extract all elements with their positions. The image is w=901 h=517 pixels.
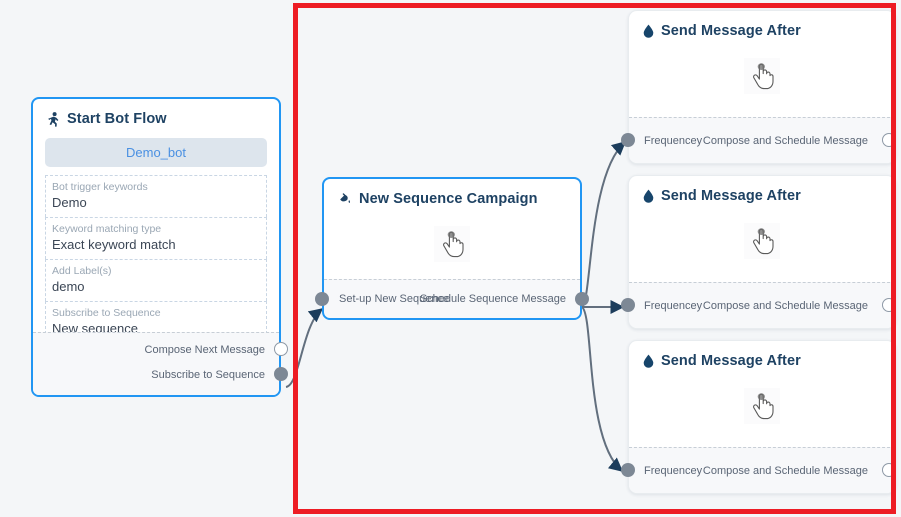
node-title-new-sequence-campaign: New Sequence Campaign (324, 179, 580, 207)
port-strip-start-bot-flow: Compose Next Message Subscribe to Sequen… (33, 332, 288, 395)
node-body-send-message-after-1 (629, 39, 895, 112)
port-dot-compose-next-message[interactable] (274, 342, 288, 356)
node-new-sequence-campaign[interactable]: New Sequence Campaign Set-up New Sequenc… (315, 177, 589, 320)
node-body-send-message-after-2 (629, 204, 895, 277)
node-title-text: New Sequence Campaign (359, 191, 538, 207)
port-compose-next-message[interactable]: Compose Next Message (145, 344, 265, 356)
field-list: Bot trigger keywords Demo Keyword matchi… (45, 175, 267, 344)
running-person-icon (47, 111, 60, 127)
node-start-bot-flow[interactable]: Start Bot Flow Demo_bot Bot trigger keyw… (31, 97, 288, 397)
field-label: Bot trigger keywords (52, 181, 148, 193)
port-label: Subscribe to Sequence (151, 369, 265, 381)
port-dot-frequencey[interactable] (621, 298, 635, 312)
node-body-new-sequence-campaign (324, 207, 580, 281)
node-title-start-bot-flow: Start Bot Flow (33, 99, 279, 127)
port-dot-subscribe-to-sequence[interactable] (274, 367, 288, 381)
field-label: Add Label(s) (52, 265, 112, 277)
node-title-send-message-after-2: Send Message After (629, 176, 895, 204)
hand-cursor-icon (744, 57, 780, 94)
port-dot-compose-and-schedule-message[interactable] (882, 133, 896, 147)
port-compose-and-schedule-message[interactable]: Compose and Schedule Message (702, 134, 868, 147)
hand-cursor-icon (434, 226, 470, 262)
edge-start-to-sequence (285, 308, 324, 388)
port-frequencey[interactable]: Frequencey (644, 299, 703, 312)
port-dot-frequencey[interactable] (621, 133, 635, 147)
field-bot-trigger-keywords[interactable]: Bot trigger keywords Demo (45, 175, 267, 217)
hand-cursor-icon (744, 222, 780, 259)
port-label: Compose Next Message (144, 344, 265, 356)
port-dot-schedule-sequence-message[interactable] (575, 292, 589, 306)
port-dot-frequencey[interactable] (621, 463, 635, 477)
field-label: Subscribe to Sequence (52, 307, 161, 319)
field-value: Exact keyword match (52, 237, 176, 252)
node-title-send-message-after-3: Send Message After (629, 341, 895, 369)
port-compose-and-schedule-message[interactable]: Compose and Schedule Message (702, 464, 868, 477)
node-send-message-after-3[interactable]: Send Message After Frequencey Compose an… (621, 340, 896, 494)
field-label: Keyword matching type (52, 223, 162, 235)
node-title-text: Send Message After (661, 353, 801, 369)
field-value: Demo (52, 195, 87, 210)
port-strip-send-message-after-2: Frequencey Compose and Schedule Message (621, 282, 896, 328)
node-title-text: Send Message After (661, 23, 801, 39)
edge-sequence-to-card1 (581, 141, 627, 308)
field-add-labels[interactable]: Add Label(s) demo (45, 259, 267, 301)
field-value: demo (52, 279, 85, 294)
port-dot-compose-and-schedule-message[interactable] (882, 463, 896, 477)
port-compose-and-schedule-message[interactable]: Compose and Schedule Message (702, 299, 868, 312)
port-frequencey[interactable]: Frequencey (644, 464, 703, 477)
port-dot-set-up-new-sequence[interactable] (315, 292, 329, 306)
node-send-message-after-1[interactable]: Send Message After Frequencey Compose an… (621, 10, 896, 164)
node-send-message-after-2[interactable]: Send Message After Frequencey Compose an… (621, 175, 896, 329)
port-strip-send-message-after-1: Frequencey Compose and Schedule Message (621, 117, 896, 163)
port-set-up-new-sequence[interactable]: Set-up New Sequence (339, 293, 450, 305)
port-strip-new-sequence-campaign: Set-up New Sequence Schedule Sequence Me… (315, 279, 589, 318)
edge-sequence-to-card3 (581, 306, 624, 472)
bot-pill[interactable]: Demo_bot (45, 138, 267, 167)
node-title-text: Start Bot Flow (67, 111, 167, 127)
port-dot-compose-and-schedule-message[interactable] (882, 298, 896, 312)
paint-pour-icon (338, 192, 352, 206)
water-drop-icon (643, 354, 654, 368)
hand-cursor-icon (744, 387, 780, 424)
port-subscribe-to-sequence[interactable]: Subscribe to Sequence (151, 369, 265, 381)
water-drop-icon (643, 24, 654, 38)
port-schedule-sequence-message[interactable]: Schedule Sequence Message (419, 293, 566, 305)
field-keyword-matching-type[interactable]: Keyword matching type Exact keyword matc… (45, 217, 267, 259)
water-drop-icon (643, 189, 654, 203)
node-body-send-message-after-3 (629, 369, 895, 442)
node-title-send-message-after-1: Send Message After (629, 11, 895, 39)
port-strip-send-message-after-3: Frequencey Compose and Schedule Message (621, 447, 896, 493)
port-frequencey[interactable]: Frequencey (644, 134, 703, 147)
node-title-text: Send Message After (661, 188, 801, 204)
